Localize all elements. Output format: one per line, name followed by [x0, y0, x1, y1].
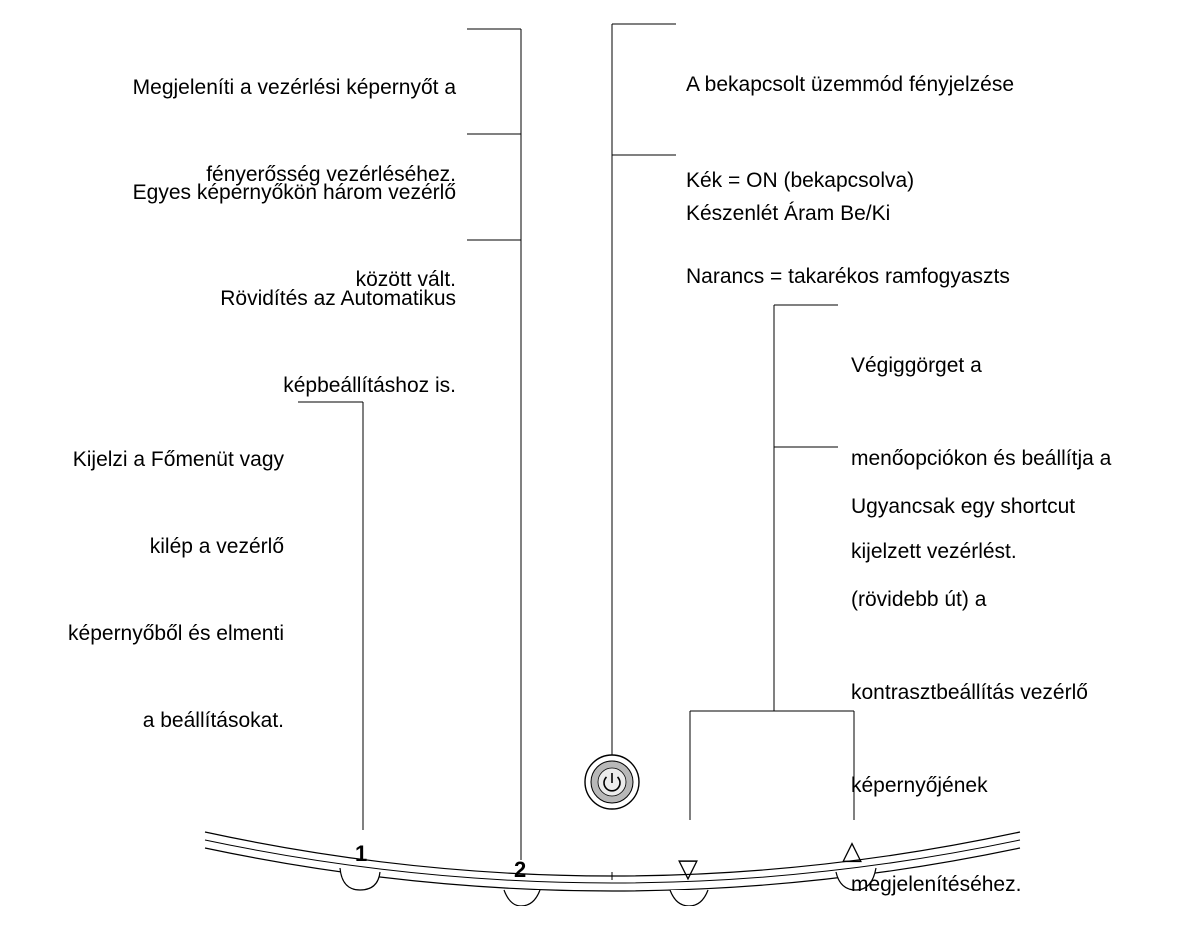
button1-bump [339, 867, 381, 891]
control-panel-diagram [204, 23, 1021, 906]
power-button[interactable] [584, 754, 640, 810]
button2-bump [503, 889, 541, 906]
up-arrow-bump [835, 867, 877, 891]
down-arrow-bump [669, 889, 709, 906]
bezel-edge-mid [204, 839, 1021, 884]
power-icon [603, 773, 621, 792]
annotation-contrast-shortcut: Ugyancsak egy shortcut (rövidebb út) a k… [851, 495, 1088, 896]
annotation-power-led: A bekapcsolt üzemmód fényjelzése Kék = O… [686, 73, 1015, 288]
annotation-switch-controls: Egyes képernyőkön három vezérlő között v… [132, 181, 456, 291]
annotation-brightness: Megjeleníti a vezérlési képernyőt a fény… [132, 76, 456, 186]
button1-label[interactable]: 1 [355, 841, 368, 866]
button2-label[interactable]: 2 [514, 857, 527, 882]
annotation-standby-power: Készenlét Áram Be/Ki [686, 202, 891, 225]
bezel-edge-inner [204, 847, 1021, 892]
up-arrow-icon[interactable]: △ [842, 835, 862, 865]
annotation-auto-adjust: Rövidítés az Automatikus képbeállításhoz… [220, 287, 456, 397]
down-arrow-icon[interactable]: ▽ [678, 853, 698, 883]
annotation-scroll-options: Végiggörget a menőopciókon és beállítja … [851, 354, 1112, 563]
annotation-main-menu: Kijelzi a Főmenüt vagy kilép a vezérlő k… [68, 448, 284, 732]
